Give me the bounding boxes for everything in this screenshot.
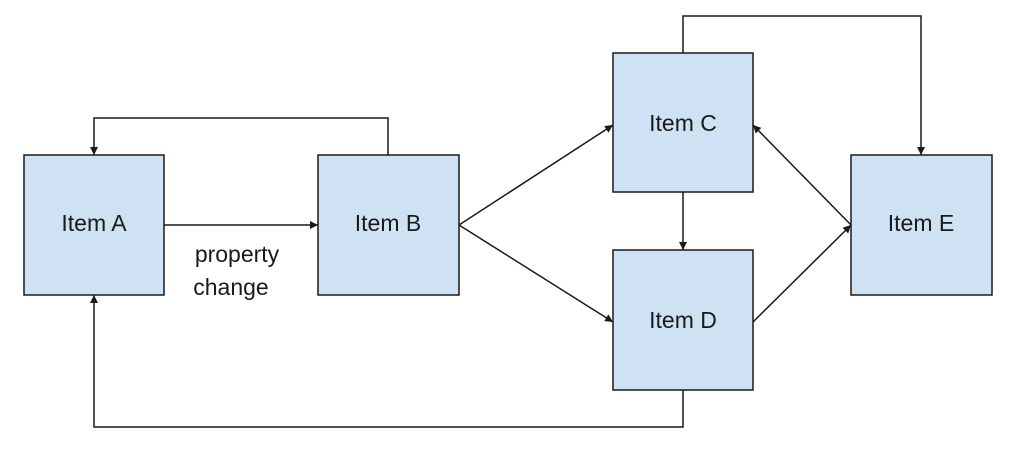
node-item-b-label: Item B	[355, 210, 421, 236]
node-item-b-box	[317, 154, 460, 296]
edge-label-line-2: change	[193, 274, 268, 300]
node-item-a-box	[23, 154, 165, 296]
edge-b-to-d	[458, 224, 614, 323]
node-item-e-box	[850, 154, 993, 296]
edge-b-to-a	[90, 117, 389, 155]
node-item-a: Item A	[23, 154, 165, 296]
edge-b-to-c	[458, 124, 614, 226]
node-item-d-label: Item D	[649, 307, 717, 333]
node-item-e: Item E	[850, 154, 993, 296]
edge-c-to-e	[682, 15, 925, 155]
edge-label-line-1: property	[195, 241, 280, 267]
node-item-d: Item D	[612, 249, 754, 391]
node-item-b: Item B	[317, 154, 460, 296]
node-item-c-label: Item C	[649, 110, 717, 136]
node-item-e-label: Item E	[888, 210, 954, 236]
edge-e-to-c	[752, 124, 852, 226]
node-item-c: Item C	[612, 52, 754, 193]
node-item-d-box	[612, 249, 754, 391]
edge-d-to-e	[752, 224, 852, 323]
node-item-c-box	[612, 52, 754, 193]
edge-d-to-a	[90, 295, 684, 428]
node-item-a-label: Item A	[61, 210, 127, 236]
